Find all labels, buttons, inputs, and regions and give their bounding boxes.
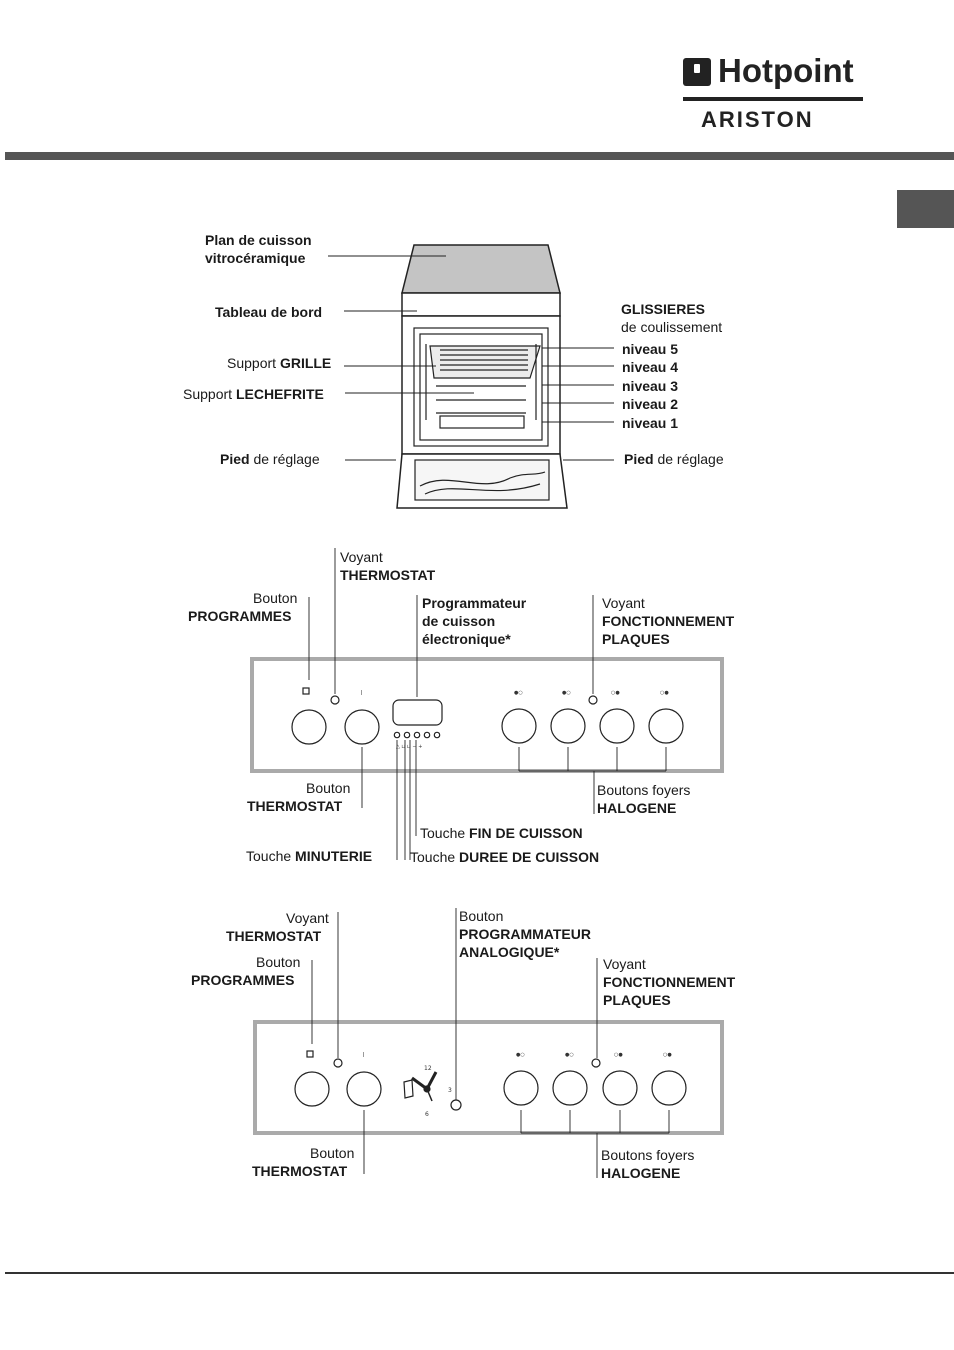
p1-plaques: PLAQUES — [602, 631, 670, 647]
svg-text:●○: ●○ — [514, 690, 523, 696]
brand-sub: ARISTON — [701, 107, 814, 132]
p1-voyant-label: Voyant — [340, 549, 383, 565]
label-pied-right: Pied de réglage — [624, 451, 724, 467]
svg-text:6: 6 — [425, 1111, 429, 1118]
p2-plaques: PLAQUES — [603, 992, 671, 1008]
p1-bouton-th: Bouton — [306, 780, 351, 796]
p1-bouton-label: Bouton — [253, 590, 298, 606]
p2-programmes-label: PROGRAMMES — [191, 972, 295, 988]
panel-2-leaders — [311, 908, 670, 1178]
p1-fonctionnement: FONCTIONNEMENT — [602, 613, 735, 629]
svg-text:●○: ●○ — [516, 1052, 525, 1058]
panel-1-leaders — [308, 548, 667, 860]
control-panel-1 — [250, 657, 724, 773]
p1-halogene: HALOGENE — [597, 800, 677, 816]
svg-text:ǀ: ǀ — [361, 690, 362, 696]
hotpoint-logo-icon — [683, 58, 711, 86]
p2-fonctionnement: FONCTIONNEMENT — [603, 974, 736, 990]
p2-thermostat-voyant: THERMOSTAT — [226, 928, 322, 944]
p1-programmateur-l3: électronique* — [422, 631, 511, 647]
label-plan-cuisson: Plan de cuisson — [205, 232, 312, 248]
label-pied-left: Pied de réglage — [220, 451, 320, 467]
p2-programmateur-l1: PROGRAMMATEUR — [459, 926, 591, 942]
p1-programmateur-l1: Programmateur — [422, 595, 527, 611]
svg-text:○●: ○● — [611, 690, 620, 696]
p1-boutons-foyers: Boutons foyers — [597, 782, 691, 798]
footer-rule — [5, 1272, 954, 1274]
p1-touche-fin: Touche FIN DE CUISSON — [420, 825, 583, 841]
p2-bouton-th: Bouton — [310, 1145, 355, 1161]
svg-text:○●: ○● — [614, 1052, 623, 1058]
brand-divider — [683, 97, 863, 101]
label-vitroceramique: vitrocéramique — [205, 250, 306, 266]
oven-drawing — [396, 244, 568, 509]
p2-thermostat-bouton: THERMOSTAT — [252, 1163, 348, 1179]
label-coulissement: de coulissement — [621, 319, 723, 335]
svg-text:ǀ: ǀ — [363, 1052, 364, 1058]
svg-text:3: 3 — [448, 1087, 452, 1094]
label-niveau-2: niveau 2 — [622, 396, 679, 412]
label-niveau-1: niveau 1 — [622, 415, 679, 431]
label-glissieres: GLISSIERES — [621, 301, 706, 317]
p1-voyant-r: Voyant — [602, 595, 645, 611]
label-niveau-3: niveau 3 — [622, 378, 679, 394]
label-niveau-5: niveau 5 — [622, 341, 679, 357]
brand-name: Hotpoint — [718, 52, 854, 89]
p2-voyant-r: Voyant — [603, 956, 646, 972]
p1-programmateur-l2: de cuisson — [422, 613, 496, 629]
p2-bouton-label: Bouton — [256, 954, 301, 970]
header-bar — [5, 152, 954, 160]
control-panel-2 — [253, 1020, 724, 1135]
p1-touche-duree: Touche DUREE DE CUISSON — [410, 849, 600, 865]
p2-voyant-label: Voyant — [286, 910, 329, 926]
svg-text:○●: ○● — [663, 1052, 672, 1058]
language-tab — [897, 190, 954, 228]
p1-programmes-label: PROGRAMMES — [188, 608, 292, 624]
p2-halogene: HALOGENE — [601, 1165, 681, 1181]
svg-text:○●: ○● — [660, 690, 669, 696]
label-niveau-4: niveau 4 — [622, 359, 679, 375]
svg-text:△ ⊔ ⊔ − +: △ ⊔ ⊔ − + — [396, 744, 422, 750]
p1-thermostat-bouton: THERMOSTAT — [247, 798, 343, 814]
oven-leaders — [328, 255, 614, 461]
p1-touche-minuterie: Touche MINUTERIE — [246, 848, 373, 864]
svg-text:●○: ●○ — [565, 1052, 574, 1058]
p2-programmateur-l2: ANALOGIQUE* — [459, 944, 560, 960]
svg-text:●○: ●○ — [562, 690, 571, 696]
label-support-lechefrite: Support LECHEFRITE — [183, 386, 324, 402]
label-tableau-de-bord: Tableau de bord — [215, 304, 323, 320]
p2-boutons-foyers: Boutons foyers — [601, 1147, 695, 1163]
svg-text:12: 12 — [424, 1065, 432, 1072]
p2-bouton-pa: Bouton — [459, 908, 504, 924]
label-support-grille: Support GRILLE — [227, 355, 332, 371]
p1-thermostat-voyant: THERMOSTAT — [340, 567, 436, 583]
